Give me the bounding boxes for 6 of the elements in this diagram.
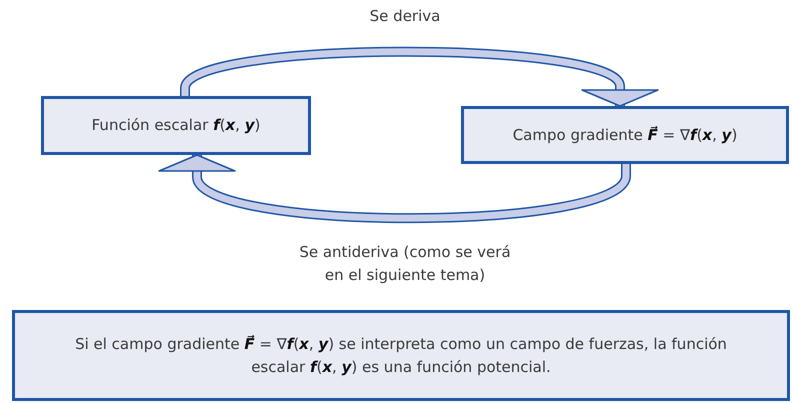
box-text: Función escalar f(x, y) [92,115,260,136]
text-box [12,310,790,401]
box-text: Campo gradiente F⃗ = ∇f(x, y) [512,124,738,146]
box-text: Si el campo gradiente F⃗ = ∇f(x, y) se interpreta como un campo de fuerzas, la función escalar f(x, y) es una función potencial. [75,334,727,378]
text-box [461,106,789,164]
text-box [41,96,311,155]
